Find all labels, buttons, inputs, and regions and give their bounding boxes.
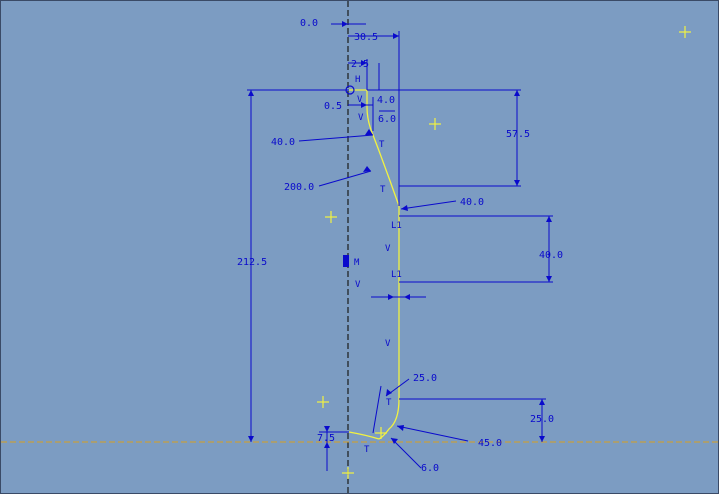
dim-0-5[interactable]: 0.5	[324, 101, 342, 112]
constraint-vertical[interactable]: V	[385, 339, 391, 349]
dim-4-0[interactable]: 4.0	[377, 95, 395, 106]
dim-57-5[interactable]: 57.5	[506, 129, 530, 140]
dim-7-5[interactable]: 7.5	[317, 433, 335, 444]
constraint-tangent[interactable]: T	[386, 398, 392, 408]
constraint-tangent[interactable]: T	[379, 140, 385, 150]
profile-arc-upper[interactable]	[366, 106, 400, 207]
dim-40-0-vertical[interactable]: 40.0	[539, 250, 563, 261]
constraint-vertical[interactable]: V	[357, 95, 363, 105]
constraint-midpoint[interactable]: M	[354, 258, 360, 268]
constraint-vertical[interactable]: V	[358, 113, 364, 123]
dim-6-0-top[interactable]: 6.0	[378, 114, 396, 125]
dimension-labels: 0.0 30.5 2.5 0.5 4.0 6.0 40.0 57.5 200.0…	[237, 18, 563, 474]
constraint-tangent[interactable]: T	[364, 445, 370, 455]
dim-0-0[interactable]: 0.0	[300, 18, 318, 29]
dim-212-5[interactable]: 212.5	[237, 257, 267, 268]
dim-200-0[interactable]: 200.0	[284, 182, 314, 193]
datum-point-plus-icon[interactable]	[317, 26, 691, 479]
constraint-equal-length[interactable]: L1	[391, 221, 402, 231]
dim-25-0-right[interactable]: 25.0	[530, 414, 554, 425]
midpoint-icon	[343, 255, 349, 267]
constraint-equal-length[interactable]: L1	[391, 270, 402, 280]
constraint-horizontal[interactable]: H	[355, 75, 360, 85]
dimension-arrowheads	[248, 21, 552, 448]
constraint-vertical[interactable]: V	[355, 280, 361, 290]
dim-6-0-bottom[interactable]: 6.0	[421, 463, 439, 474]
dim-25-0-top[interactable]: 25.0	[413, 373, 437, 384]
constraint-labels: H V V T T L1 V L1 M V V T T	[354, 75, 402, 455]
constraint-tangent[interactable]: T	[380, 185, 386, 195]
dimension-lines	[247, 23, 553, 471]
dim-40-0-left[interactable]: 40.0	[271, 137, 295, 148]
constraint-vertical[interactable]: V	[385, 244, 391, 254]
dim-2-5[interactable]: 2.5	[351, 59, 369, 70]
profile-bottom-arc[interactable]	[348, 431, 380, 440]
dim-40-0-right[interactable]: 40.0	[460, 197, 484, 208]
dim-45-0[interactable]: 45.0	[478, 438, 502, 449]
dim-30-5[interactable]: 30.5	[354, 32, 378, 43]
sketch-origin-marker-icon	[345, 85, 355, 95]
